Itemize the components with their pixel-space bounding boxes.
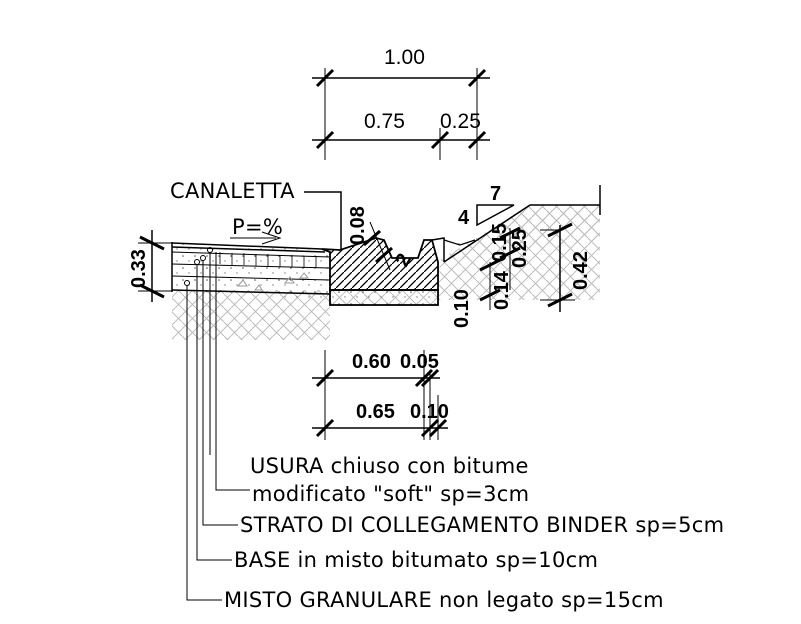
slope-run: 7 — [490, 183, 501, 205]
dim-bottom2-right: 0.10 — [410, 401, 449, 423]
top-dimensions — [312, 68, 490, 160]
layer2-label: STRATO DI COLLEGAMENTO BINDER sp=5cm — [240, 513, 724, 537]
left-depth-dimension — [138, 230, 172, 302]
dim-pavement-depth: 0.33 — [128, 249, 150, 288]
natural-ground — [172, 205, 600, 340]
slope-label: P=% — [232, 215, 283, 239]
canaletta-label: CANALETTA — [170, 179, 295, 203]
dim-bottom1-left: 0.60 — [352, 351, 391, 373]
dim-bottom2-left: 0.65 — [356, 401, 395, 423]
bottom-dimensions — [312, 350, 448, 440]
dim-shoulder-b: 0.25 — [509, 229, 531, 268]
dim-curb-slot: 0.08 — [347, 206, 369, 245]
layer3-label: BASE in misto bitumato sp=10cm — [234, 548, 598, 572]
shoulder-dimensions — [479, 222, 575, 312]
dim-top-right: 0.25 — [440, 110, 481, 133]
layer4-label: MISTO GRANULARE non legato sp=15cm — [224, 588, 664, 612]
layer1-label-line1: USURA chiuso con bitume — [250, 454, 529, 478]
shoulder-slope-triangle — [476, 204, 515, 227]
layer-leaders — [184, 247, 250, 601]
dim-shoulder-total: 0.42 — [570, 251, 592, 290]
layer1-label-line2: modificato "soft" sp=3cm — [252, 482, 529, 506]
pavement-layers — [171, 242, 331, 300]
dim-shoulder-c: 0.10 — [451, 289, 473, 328]
dim-top-total: 1.00 — [384, 46, 425, 69]
slope-arrow-icon — [261, 231, 282, 245]
dim-top-left: 0.75 — [364, 110, 405, 133]
slope-rise: 4 — [458, 207, 470, 229]
canaletta-curb — [321, 185, 601, 306]
dim-shoulder-a: 0.15 — [489, 223, 511, 262]
dim-shoulder-d: 0.14 — [491, 270, 513, 310]
canaletta-leader — [304, 191, 342, 250]
curb-dimensions — [363, 221, 393, 271]
dim-bottom1-right: 0.05 — [400, 351, 439, 373]
